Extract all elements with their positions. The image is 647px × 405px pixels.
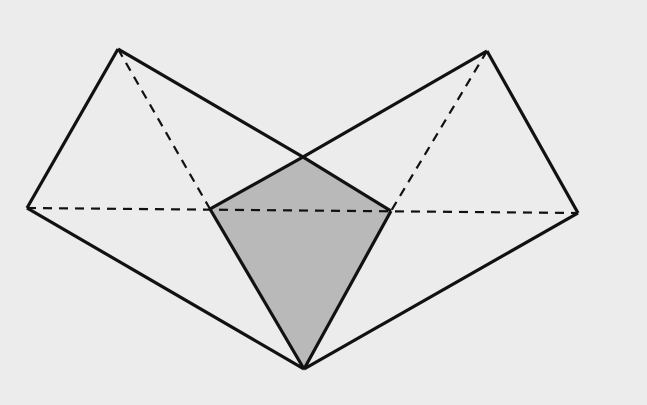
quad-edge-lower-right — [302, 210, 393, 370]
left-rectangle-edge-top — [117, 47, 304, 159]
right-rectangle-edge-bottom — [303, 211, 579, 371]
quad-edge-upper-right — [302, 155, 392, 213]
quad-edge-lower-left — [208, 208, 306, 370]
right-rectangle-edge-top — [302, 49, 488, 159]
right-rectangle-edge-outer — [485, 50, 580, 214]
dashed-horizontal-line — [26, 206, 579, 215]
left-rectangle-edge-bottom — [26, 206, 305, 371]
quad-edge-upper-left — [209, 155, 304, 211]
left-rectangle-edge-outer — [25, 48, 120, 209]
